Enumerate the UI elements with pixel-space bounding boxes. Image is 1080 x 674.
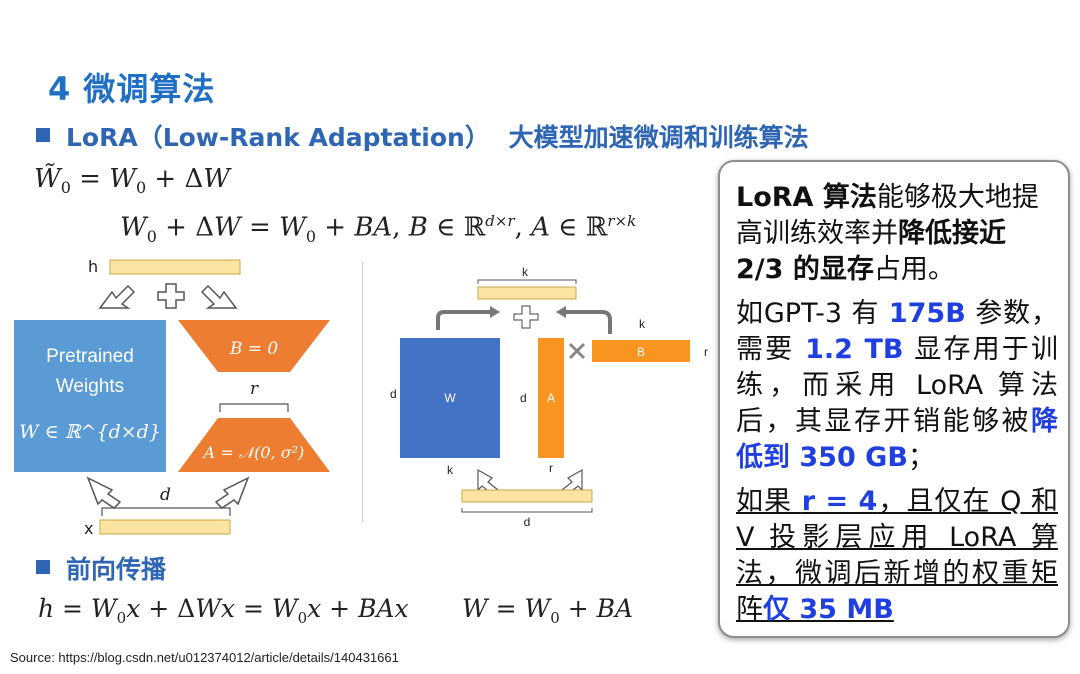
section-heading-prefix: LoRA（Low-Rank Adaptation） [66,123,490,152]
callout-p2-c: 参数，需要 [736,298,1058,365]
arrow-up-right-icon [200,284,238,309]
right-output-bar [477,286,577,300]
bullet-icon-2 [36,560,50,574]
input-x-bar [99,519,231,535]
output-h-bar [109,259,241,275]
matrix-a-label: A = 𝒩(0, σ²) [202,443,305,462]
right-input-bar [461,489,593,503]
pretrained-line2: Weights [56,376,124,397]
matrix-b-block-label: B [637,345,645,359]
matrix-b-block [592,340,690,362]
callout-box: LoRA 算法能够极大地提高训练效率并降低接近 2/3 的显存占用。 如GPT-… [718,160,1070,638]
section-heading-forward: 前向传播 [66,555,167,584]
callout-paragraph-3: 如果 r = 4，且仅在 Q 和 V 投影层应用 LoRA 算法，微调后新增的权… [736,484,1058,628]
weight-w-block [400,338,500,458]
merged-weight-equation: W = W0 + BA [462,594,634,627]
a-r-label: r [549,461,553,475]
b-r-label: r [704,345,708,359]
callout-paragraph-1: LoRA 算法能够极大地提高训练效率并降低接近 2/3 的显存占用。 [736,180,1058,288]
bottom-d-label: d [524,515,531,529]
equation-1: W̃0 = W0 + ΔW [34,164,230,198]
diagram-divider [362,262,363,522]
matrix-a-block [538,338,564,458]
pretrained-formula: W ∈ ℝ^{d×d} [19,421,161,443]
page-title: 4 微调算法 [48,70,216,108]
bullet-icon [36,128,50,142]
right-plus-icon [513,305,539,329]
matrix-a-trapezoid [178,418,330,472]
pretrained-line1: Pretrained [46,346,134,367]
source-citation: Source: https://blog.csdn.net/u012374012… [10,650,399,665]
matrix-b-trapezoid [178,320,330,372]
h-label: h [88,257,98,276]
x-label: x [84,519,93,538]
arrow-in-right-icon [214,476,250,509]
arrow-in-left-icon [86,476,122,509]
curve-arrow-left-icon [436,310,490,330]
w-d-label: d [390,387,397,401]
callout-p2-a: 如GPT-3 有 [736,298,889,329]
equation-2: W0 + ΔW = W0 + BA, B ∈ ℝd×r, A ∈ ℝr×k [120,212,637,246]
section-heading-lora: LoRA（Low-Rank Adaptation） 大模型加速微调和训练算法 [66,118,809,154]
section-heading-suffix: 大模型加速微调和训练算法 [508,123,809,152]
curve-arrow-right-icon [566,310,612,334]
top-k-brace [477,279,577,284]
callout-p1-end: 占用。 [873,254,955,285]
callout-p2-end: ； [907,442,935,473]
callout-p3-size: 仅 35 MB [763,594,894,625]
callout-paragraph-2: 如GPT-3 有 175B 参数，需要 1.2 TB 显存用于训练，而采用 Lo… [736,296,1058,476]
callout-p2-e: 显存用于训练，而采用 LoRA 算法后，其显存开销能够被 [736,334,1058,437]
matrix-a-block-label: A [547,391,555,405]
plus-icon [157,283,185,309]
callout-p3-a: 如果 [736,486,802,517]
lora-left-diagram: h Pretrained Weights W ∈ ℝ^{d×d} B = 0 r… [14,257,330,538]
callout-p1-bold: LoRA 算法 [736,182,877,213]
top-k-label: k [522,265,529,279]
dim-d-label: d [160,485,171,505]
arrow-up-left-icon [98,284,136,309]
b-k-label: k [639,317,646,331]
callout-p3-c: ，且仅在 Q 和 V 投影层应用 LoRA 算法，微调后新增的权重矩阵 [736,486,1058,625]
bottom-d-brace [461,508,593,513]
callout-p1-highlight: 降低接近 2/3 的显存 [736,218,1006,285]
callout-p3-rank: r = 4 [801,486,878,517]
rank-r-label: r [250,379,259,399]
a-d-label: d [520,391,527,405]
callout-p2-params: 175B [888,298,966,329]
forward-equation: h = W0x + ΔWx = W0x + BAx [38,594,409,627]
weight-w-label: W [444,391,456,405]
callout-p2-memory: 1.2 TB [805,334,904,365]
dim-d-brace [101,507,231,516]
pretrained-weights-box [14,320,166,472]
lora-right-diagram: k d W k d A r k B r d [390,265,708,529]
callout-p1-text: 能够极大地提高训练效率并 [736,182,1039,249]
rank-brace [219,403,289,412]
multiply-icon [568,342,586,360]
w-k-label: k [447,463,454,477]
callout-p2-reduced: 降低到 350 GB [736,406,1058,473]
matrix-b-label: B = 0 [229,339,279,359]
